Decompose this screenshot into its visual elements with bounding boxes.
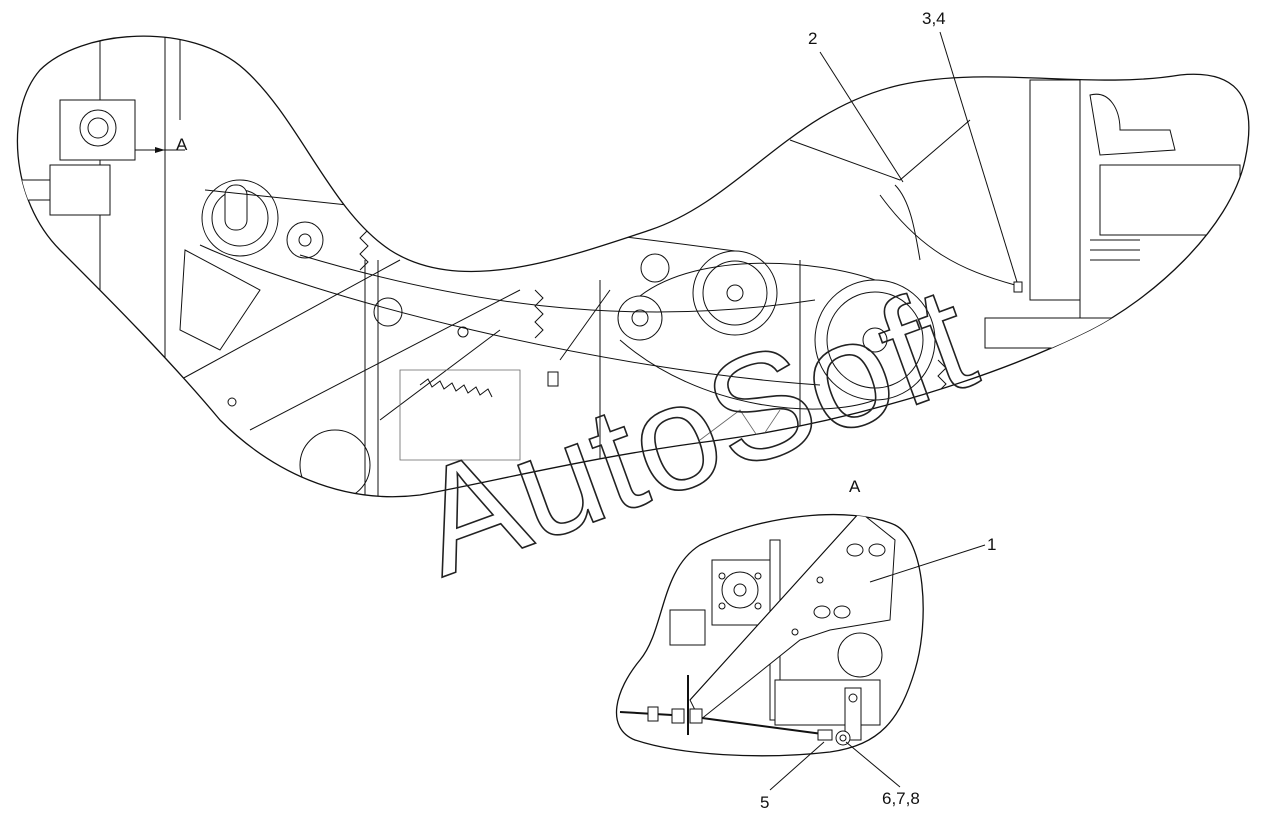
view-marker-a-detail: A [849,477,861,496]
callout-1: 1 [987,535,996,554]
leader-6-7-8 [845,741,901,788]
view-marker-a-main: A [176,135,188,154]
leader-2 [819,51,904,183]
detail-view [615,513,924,757]
callout-5: 5 [760,793,769,812]
leader-5 [769,741,825,791]
leader-lines [769,31,1018,791]
main-view-outline [16,35,1250,498]
main-view [16,35,1250,498]
detail-view-parts [619,514,896,746]
callout-2: 2 [808,29,817,48]
leader-3-4 [939,31,1018,283]
main-view-machinery [19,36,1241,497]
leader-1 [869,544,986,583]
callout-6-7-8: 6,7,8 [882,789,920,808]
callout-3-4: 3,4 [922,9,946,28]
